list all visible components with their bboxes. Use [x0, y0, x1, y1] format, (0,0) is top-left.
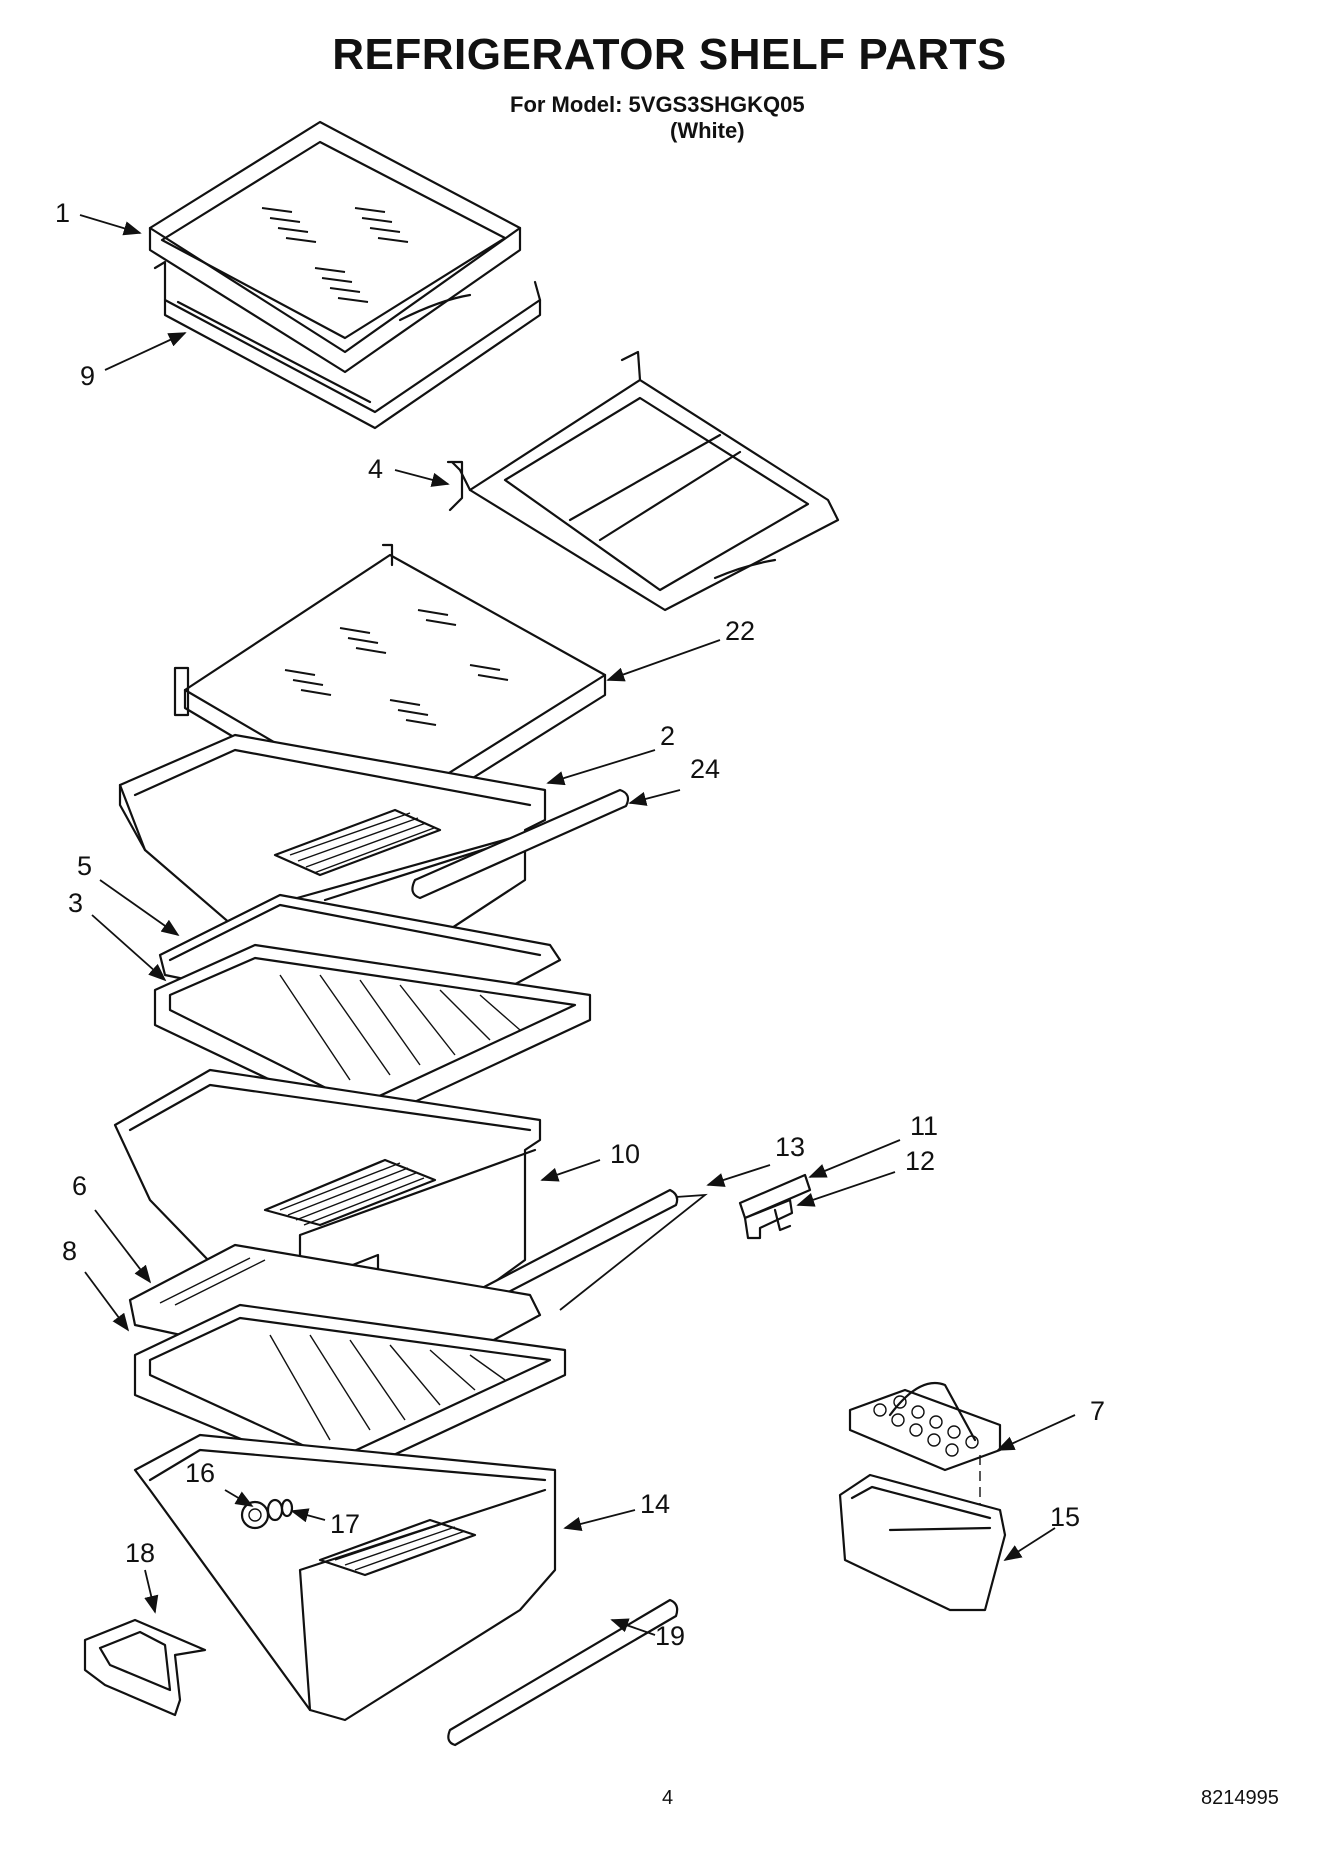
callout-7: 7	[1090, 1396, 1105, 1426]
color-line: (White)	[670, 118, 745, 143]
callout-6: 6	[72, 1171, 87, 1201]
part-19-pan-trim	[447, 1598, 679, 1747]
part-1-glass-shelf	[148, 120, 522, 374]
callout-24: 24	[690, 754, 720, 784]
callout-1: 1	[55, 198, 70, 228]
part-15-egg-bin	[838, 1473, 1007, 1612]
callout-18: 18	[125, 1538, 155, 1568]
part-3-crisper-cover-frame	[153, 943, 592, 1127]
callout-14: 14	[640, 1489, 670, 1519]
model-line: For Model: 5VGS3SHGKQ05	[510, 92, 805, 117]
part-18-label	[83, 1618, 207, 1717]
document-number: 8214995	[1201, 1787, 1279, 1809]
callout-10: 10	[610, 1139, 640, 1169]
callout-4: 4	[368, 454, 383, 484]
part-8-crisper-cover-frame	[133, 1303, 567, 1482]
callout-5: 5	[77, 851, 92, 881]
part-4-shelf-bracket-frame	[446, 350, 840, 612]
part-9-shelf-frame	[153, 260, 542, 430]
part-16-17-control-knob	[240, 1498, 294, 1530]
callout-13: 13	[775, 1132, 805, 1162]
callout-2: 2	[660, 721, 675, 751]
callout-8: 8	[62, 1236, 77, 1266]
callout-3: 3	[68, 888, 83, 918]
page-title: REFRIGERATOR SHELF PARTS	[332, 30, 1007, 79]
callout-17: 17	[330, 1509, 360, 1539]
leader-lines	[79, 214, 1076, 1636]
callout-15: 15	[1050, 1502, 1080, 1532]
page-number: 4	[662, 1787, 674, 1809]
callout-11: 11	[910, 1111, 938, 1141]
callout-22: 22	[725, 616, 755, 646]
callout-labels: 1 9 4 22 2 24 5 3 10 13 11 12 6 8 7 16 1…	[55, 198, 1105, 1651]
part-24-crisper-trim	[411, 788, 630, 900]
callout-9: 9	[80, 361, 95, 391]
callout-12: 12	[905, 1146, 935, 1176]
callout-19: 19	[655, 1621, 685, 1651]
part-11-12-brackets	[738, 1173, 812, 1240]
part-7-egg-tray	[848, 1381, 1002, 1545]
callout-16: 16	[185, 1458, 215, 1488]
